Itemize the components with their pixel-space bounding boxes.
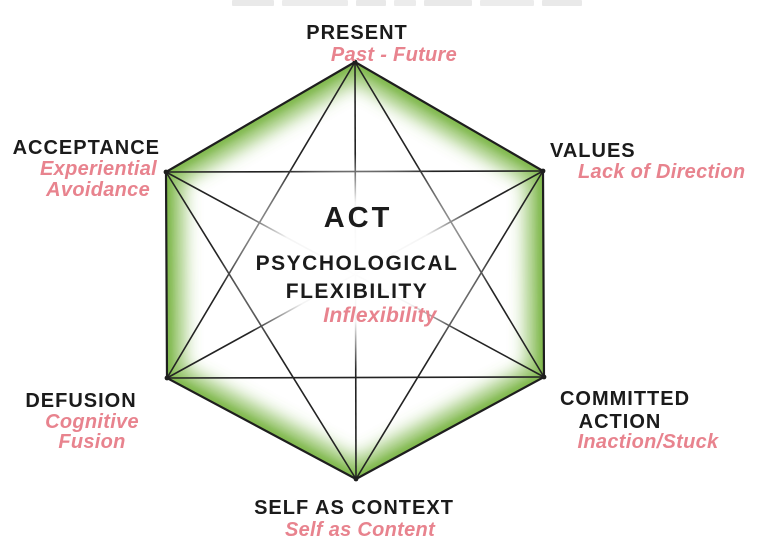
- values-opposite-label: Lack of Direction: [578, 161, 746, 183]
- defusion-opposite-label-line1: Cognitive: [45, 411, 139, 433]
- acceptance-opposite-label-line2: Avoidance: [46, 179, 150, 201]
- cropped-title-remnant: [232, 0, 582, 7]
- committed-action-label-line1: COMMITTED: [559, 388, 691, 410]
- self-as-context-opposite-label: Self as Content: [284, 519, 436, 541]
- defusion-opposite-label-line2: Fusion: [58, 431, 126, 453]
- present-label: PRESENT: [306, 22, 408, 44]
- vertex-dots: [163, 59, 547, 482]
- committed-action-opposite-label: Inaction/Stuck: [577, 431, 719, 453]
- self-as-context-label: SELF AS CONTEXT: [254, 497, 454, 519]
- defusion-label: DEFUSION: [25, 390, 137, 412]
- center-title-line1: PSYCHOLOGICAL: [255, 252, 459, 275]
- values-label: VALUES: [550, 140, 636, 162]
- center-fade: [217, 154, 497, 370]
- center-opposite-label: Inflexibility: [323, 304, 437, 327]
- committed-action-label-line2: ACTION: [578, 411, 662, 433]
- acceptance-opposite-label-line1: Experiential: [40, 158, 157, 180]
- present-opposite-label: Past - Future: [330, 44, 458, 66]
- acceptance-label: ACCEPTANCE: [12, 137, 160, 159]
- center-title-line2: FLEXIBILITY: [285, 280, 429, 303]
- center-acronym: ACT: [323, 202, 393, 234]
